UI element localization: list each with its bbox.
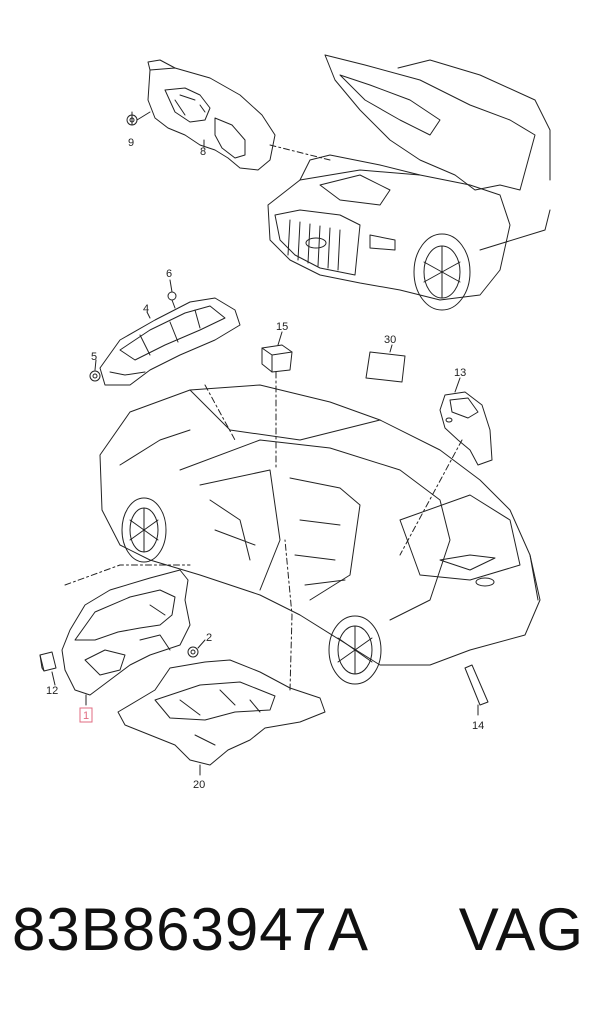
callout-1: 1 xyxy=(83,710,89,722)
callout-13: 13 xyxy=(454,367,466,379)
part-4-tunnel-insulation xyxy=(99,297,241,386)
callout-9: 9 xyxy=(128,137,134,149)
callout-12: 12 xyxy=(46,685,58,697)
callout-2: 2 xyxy=(206,632,212,644)
part-number: 83B863947A xyxy=(12,896,369,963)
front-car-illustration xyxy=(267,54,551,311)
part-6-screw xyxy=(167,291,177,309)
main-car-illustration xyxy=(99,384,541,685)
callout-6: 6 xyxy=(166,268,172,280)
part-15-block xyxy=(261,344,293,373)
part-5-nut xyxy=(89,370,101,382)
part-30-pad xyxy=(365,351,406,383)
part-9-clip xyxy=(126,111,151,126)
parts-diagram: 9 8 6 4 5 15 30 13 2 12 1 14 20 xyxy=(39,54,551,791)
part-1-floor-insulation xyxy=(61,569,191,696)
brand-label: VAG xyxy=(458,896,584,963)
callout-4: 4 xyxy=(143,303,149,315)
callout-5: 5 xyxy=(91,351,97,363)
part-20-floor-carpet xyxy=(117,659,326,766)
callout-20: 20 xyxy=(193,779,205,791)
callout-8: 8 xyxy=(200,146,206,158)
callout-14: 14 xyxy=(472,720,484,732)
part-8-bulkhead-insulation xyxy=(147,59,276,171)
part-2-grommet xyxy=(187,646,199,658)
part-13-rear-insulation xyxy=(439,391,493,466)
callout-15: 15 xyxy=(276,321,288,333)
callout-1-highlight-box xyxy=(79,707,93,723)
part-12-clip xyxy=(39,651,57,672)
callout-30: 30 xyxy=(384,334,396,346)
part-14-strip xyxy=(464,664,489,706)
